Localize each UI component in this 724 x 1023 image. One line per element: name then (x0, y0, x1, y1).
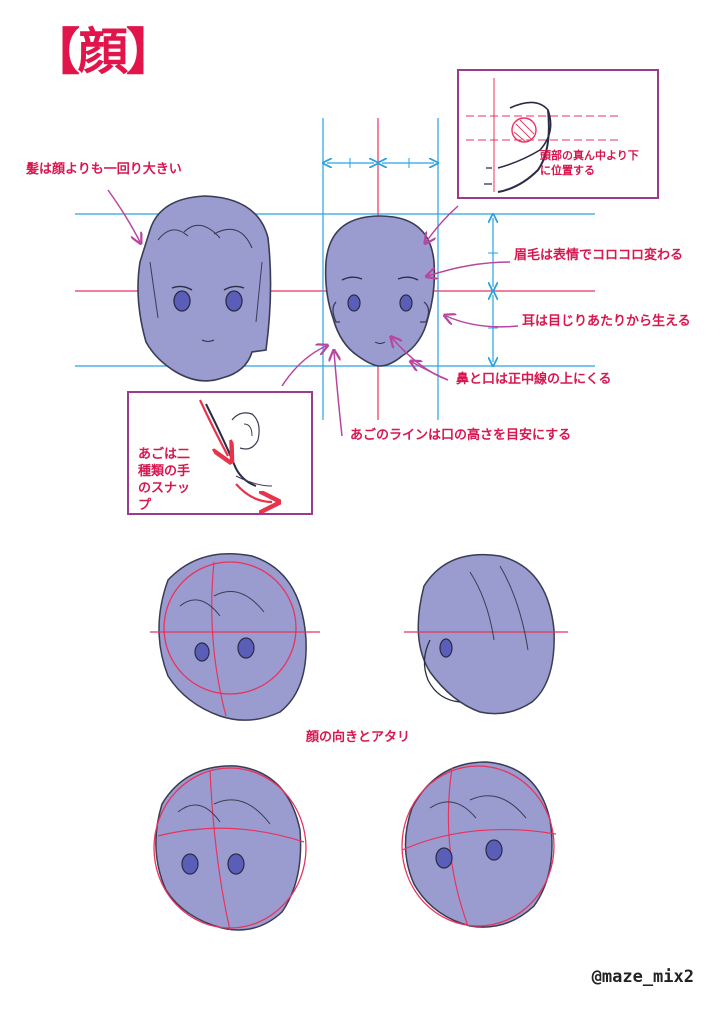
head-three-quarter-down (153, 765, 307, 931)
callout-arrows (107, 189, 519, 437)
label-chin: あごは二種類の手のスナップ (138, 447, 191, 513)
label-orientation: 顔の向きとアタリ (306, 730, 411, 745)
face-sketch (137, 195, 272, 382)
head-profile (404, 553, 568, 715)
label-eyebrows: 眉毛は表情でコロコロ変わる (514, 248, 684, 263)
author-credit: @maze_mix2 (591, 967, 694, 987)
label-head-center: 頭部の真ん中より下に位置する (540, 149, 639, 177)
bald-head-sketch (324, 215, 436, 367)
head-three-quarter-up (150, 553, 320, 721)
label-nose-mouth: 鼻と口は正中線の上にくる (456, 372, 612, 387)
chin-inset-frame (127, 391, 313, 515)
label-jawline: あごのラインは口の高さを目安にする (350, 428, 572, 443)
label-hair: 髪は顔よりも一回り大きい (26, 162, 182, 177)
label-ears: 耳は目じりあたりから生える (522, 314, 691, 329)
page-title: 【顔】 (30, 22, 176, 81)
head-turned-down (401, 761, 557, 928)
ear-inset-frame (457, 69, 659, 199)
